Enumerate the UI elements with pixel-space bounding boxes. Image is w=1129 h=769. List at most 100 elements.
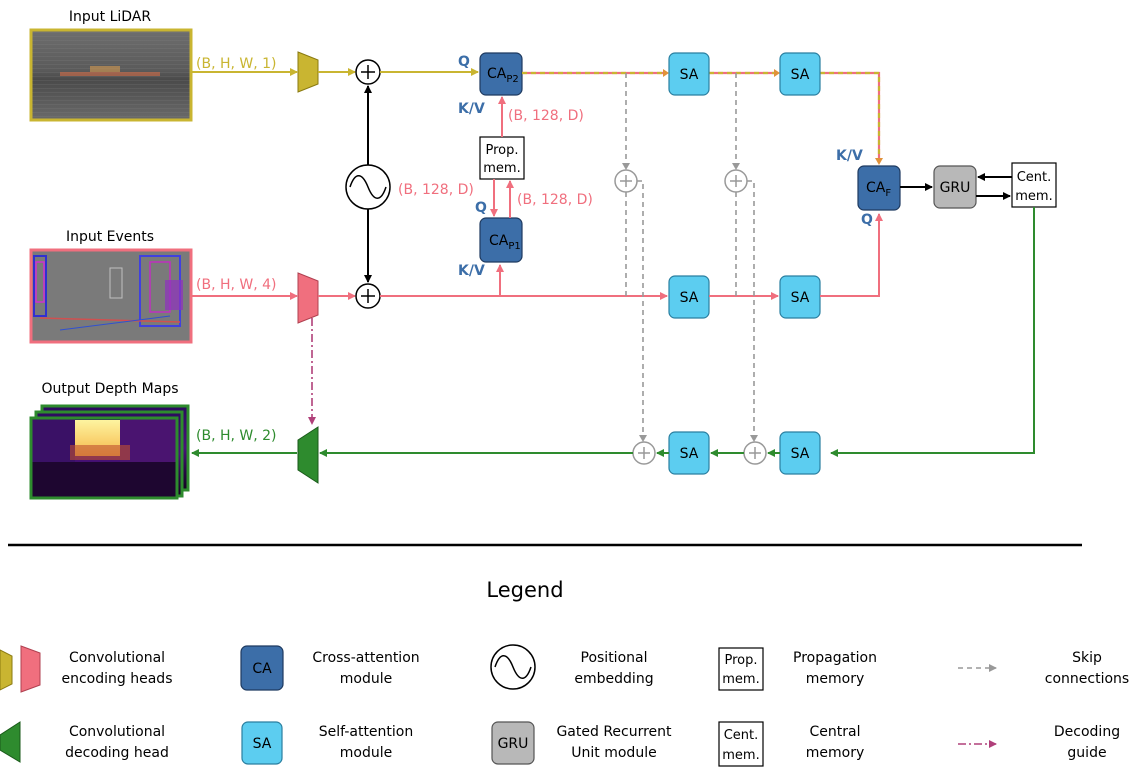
ca-p2-module: CAP2 xyxy=(479,52,523,96)
legend-ca-text: CA xyxy=(252,661,272,677)
sa-mid-1: SA xyxy=(668,275,710,319)
sa-top-2-label: SA xyxy=(791,67,810,83)
output-depth-images xyxy=(29,404,190,500)
lidar-add-node xyxy=(355,59,381,85)
legend-prop-line1: Prop. xyxy=(724,653,757,668)
propagation-memory: Prop. mem. xyxy=(479,136,525,180)
legend-item-5-line2: connections xyxy=(1045,671,1129,687)
gru-label: GRU xyxy=(940,180,971,196)
sa-dec-1-label: SA xyxy=(680,446,699,462)
ca-f-text: CA xyxy=(866,180,886,196)
legend-positional-icon xyxy=(490,644,536,690)
ca-p2-text: CA xyxy=(487,66,507,82)
ca-p1-subscript: P1 xyxy=(508,241,520,252)
legend-item-2-line2: module xyxy=(340,671,392,687)
sa-dec-1: SA xyxy=(668,431,710,475)
ca-p2-kv-label: K/V xyxy=(458,101,485,117)
mem-left-dim-label: (B, 128, D) xyxy=(398,182,474,198)
dec-add-node-2 xyxy=(743,441,767,465)
legend-item-7-line1: Self-attention xyxy=(319,724,413,740)
legend-sa-text: SA xyxy=(253,736,272,752)
mem-right-dim-label: (B, 128, D) xyxy=(517,192,593,208)
legend-item-6-line2: decoding head xyxy=(65,745,169,761)
svg-text:CAP2: CAP2 xyxy=(487,66,519,85)
kv-top-dim-label: (B, 128, D) xyxy=(508,108,584,124)
skip-add-node-1 xyxy=(614,169,638,193)
events-image xyxy=(29,248,193,344)
svg-text:CAF: CAF xyxy=(866,180,891,199)
legend-item-4-line1: Propagation xyxy=(793,650,877,666)
skip-add-node-2 xyxy=(724,169,748,193)
lidar-encoding-head xyxy=(297,51,319,93)
prop-mem-line2: mem. xyxy=(483,161,520,176)
sa-top-1: SA xyxy=(668,52,710,96)
legend-item-1-line1: Convolutional xyxy=(69,650,165,666)
events-input-label: Input Events xyxy=(66,229,154,245)
legend-prop-icon: Prop. mem. xyxy=(718,647,764,691)
lidar-dim-label: (B, H, W, 1) xyxy=(196,56,277,72)
output-label: Output Depth Maps xyxy=(41,381,178,397)
output-dim-label: (B, H, W, 2) xyxy=(196,428,277,444)
sa-top-1-label: SA xyxy=(680,67,699,83)
ca-f-subscript: F xyxy=(885,188,891,199)
skip-connections xyxy=(625,73,755,439)
ca-p1-kv-label: K/V xyxy=(458,263,485,279)
legend-item-3-line2: embedding xyxy=(574,671,653,687)
legend-encoding-icon-events xyxy=(20,645,41,693)
legend-cent-line1: Cent. xyxy=(724,728,759,743)
ca-p1-module: CAP1 xyxy=(479,217,523,263)
legend-decoding-icon xyxy=(0,721,21,763)
central-memory: Cent. mem. xyxy=(1011,162,1057,208)
legend-item-5-line1: Skip xyxy=(1072,650,1102,666)
ca-f-q-label: Q xyxy=(861,212,873,228)
legend-item-10-line2: guide xyxy=(1067,745,1106,761)
legend-item-7-line2: module xyxy=(340,745,392,761)
decoding-head xyxy=(297,426,319,484)
ca-p2-subscript: P2 xyxy=(506,74,518,85)
legend-title: Legend xyxy=(486,578,563,602)
sa-mid-2-label: SA xyxy=(791,290,810,306)
ca-p1-text: CA xyxy=(489,233,509,249)
svg-text:CAP1: CAP1 xyxy=(489,233,521,252)
ca-f-kv-label: K/V xyxy=(836,148,863,164)
legend-item-6-line1: Convolutional xyxy=(69,724,165,740)
legend-item-8-line1: Gated Recurrent xyxy=(556,724,672,740)
events-add-node xyxy=(355,283,381,309)
cent-mem-line1: Cent. xyxy=(1017,170,1052,185)
legend-cent-icon: Cent. mem. xyxy=(718,721,764,767)
top-fused-path xyxy=(522,69,883,165)
legend-cent-line2: mem. xyxy=(722,748,759,763)
dec-add-node-1 xyxy=(632,441,656,465)
legend-sa-icon: SA xyxy=(241,721,283,765)
events-encoding-head xyxy=(297,272,319,324)
lidar-image xyxy=(29,28,193,122)
legend-item-10-line1: Decoding xyxy=(1054,724,1120,740)
legend-item-4-line2: memory xyxy=(806,671,865,687)
ca-p2-q-label: Q xyxy=(458,54,470,70)
sa-mid-1-label: SA xyxy=(680,290,699,306)
events-dim-label: (B, H, W, 4) xyxy=(196,277,277,293)
legend-item-8-line2: Unit module xyxy=(571,745,656,761)
legend-item-3-line1: Positional xyxy=(581,650,648,666)
gru-module: GRU xyxy=(933,165,977,209)
legend-item-2-line1: Cross-attention xyxy=(312,650,419,666)
legend-item-9-line2: memory xyxy=(806,745,865,761)
lidar-input-label: Input LiDAR xyxy=(69,9,152,25)
legend-item-9-line1: Central xyxy=(810,724,861,740)
positional-embedding-node xyxy=(345,164,391,210)
ca-p1-q-label: Q xyxy=(475,200,487,216)
legend-encoding-icon-lidar xyxy=(0,649,13,691)
cent-mem-line2: mem. xyxy=(1015,189,1052,204)
legend-item-1-line2: encoding heads xyxy=(62,671,173,687)
sa-mid-2: SA xyxy=(779,275,821,319)
legend-ca-icon: CA xyxy=(240,645,284,691)
ca-f-module: CAF xyxy=(857,165,901,211)
sa-dec-2-label: SA xyxy=(791,446,810,462)
prop-mem-line1: Prop. xyxy=(485,143,518,158)
sa-top-2: SA xyxy=(779,52,821,96)
sa-dec-2: SA xyxy=(779,431,821,475)
legend-gru-icon: GRU xyxy=(491,721,535,765)
legend-prop-line2: mem. xyxy=(722,672,759,687)
legend-gru-text: GRU xyxy=(498,736,529,752)
